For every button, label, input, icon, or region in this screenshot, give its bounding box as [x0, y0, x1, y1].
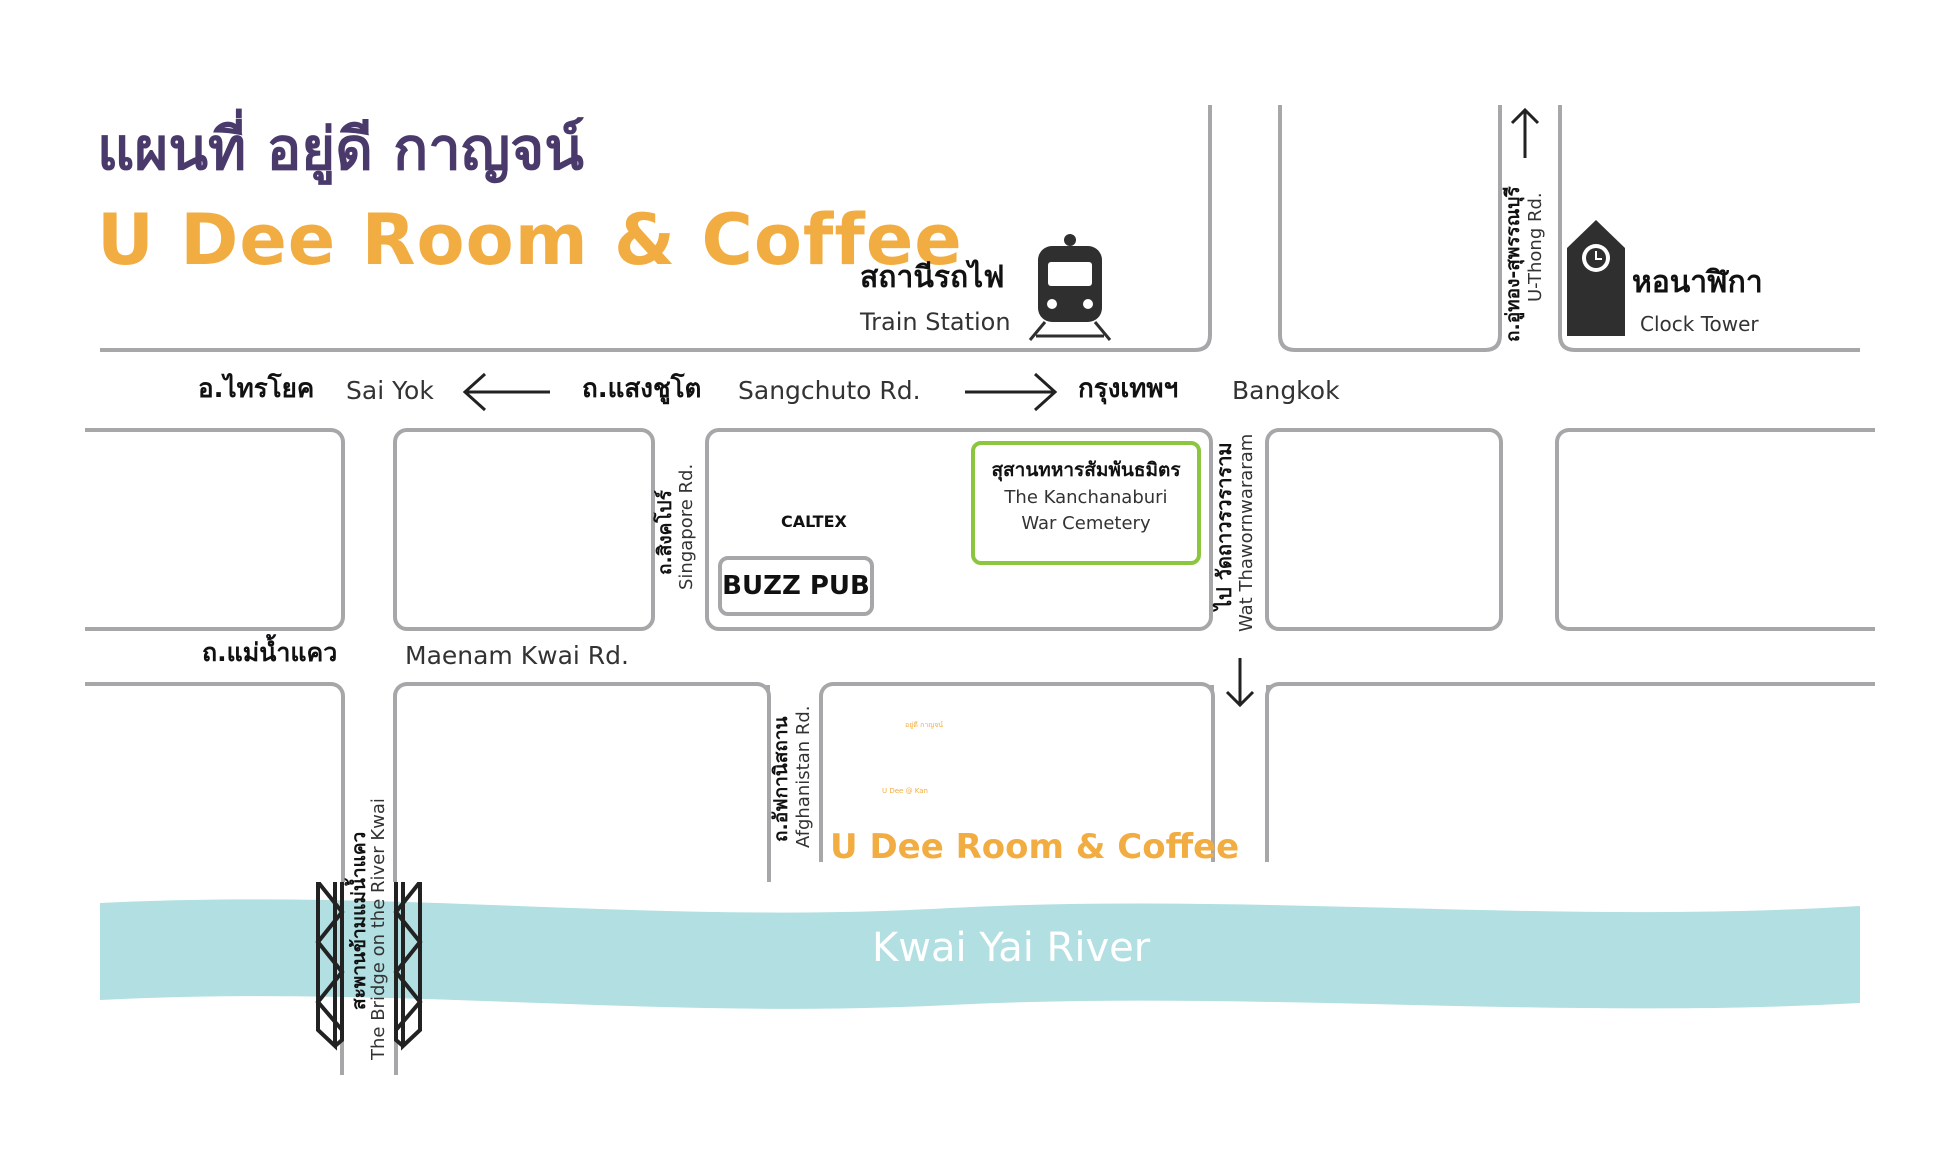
shop-label: U Dee Room & Coffee — [830, 827, 1240, 867]
sai-yok-thai: อ.ไทรโยค — [198, 374, 315, 404]
block-far-right — [1555, 428, 1875, 631]
war-cemetery-english-2: War Cemetery — [1021, 512, 1151, 534]
clock-tower-english: Clock Tower — [1640, 312, 1759, 336]
block-left-top — [85, 428, 345, 631]
block-shop — [819, 682, 1215, 862]
arrow-left-icon — [462, 372, 550, 412]
bridge-english: The Bridge on the River Kwai — [368, 798, 389, 1060]
wat-thawornwararam-english: Wat Thawornwararam — [1236, 433, 1257, 632]
u-thong-thai: ถ.อู่ทอง-สุพรรณบุรี — [1502, 186, 1524, 342]
wat-thawornwararam-thai: ไป วัดถาวรวราราม — [1212, 442, 1236, 610]
arrow-right-icon — [965, 372, 1058, 412]
singapore-thai: ถ.สิงคโปร์ — [654, 490, 676, 575]
map-title-english: U Dee Room & Coffee — [97, 199, 963, 281]
block-second-top — [393, 428, 655, 631]
shop-logo-bottom: U Dee @ Kan — [882, 787, 928, 795]
afghanistan-thai: ถ.อัฟกานิสถาน — [770, 716, 792, 842]
shop-logo-top: อยู่ดี กาญจน์ — [905, 721, 944, 729]
war-cemetery-box: สุสานทหารสัมพันธมิตร The Kanchanaburi Wa… — [971, 441, 1201, 565]
train-icon — [1028, 234, 1112, 341]
sai-yok-english: Sai Yok — [346, 376, 434, 405]
clock-tower-thai: หอนาฬิกา — [1632, 265, 1763, 300]
war-cemetery-thai: สุสานทหารสัมพันธมิตร — [991, 459, 1181, 481]
arrow-down-icon — [1225, 658, 1255, 708]
train-station-english: Train Station — [860, 308, 1011, 336]
river-label: Kwai Yai River — [872, 925, 1151, 971]
river — [100, 899, 1860, 1009]
block-left-bottom — [85, 682, 345, 882]
afghanistan-english: Afghanistan Rd. — [793, 705, 814, 848]
block-second-bottom — [393, 682, 771, 882]
maenam-kwai-english: Maenam Kwai Rd. — [405, 641, 629, 670]
u-thong-english: U-Thong Rd. — [1525, 192, 1546, 302]
war-cemetery-english-1: The Kanchanaburi — [1004, 486, 1168, 508]
sangchuto-thai: ถ.แสงชูโต — [582, 374, 702, 404]
block-right-mid — [1265, 428, 1503, 631]
train-station-thai: สถานีรถไฟ — [860, 260, 1005, 295]
maenam-kwai-thai: ถ.แม่น้ำแคว — [202, 638, 338, 667]
arrow-up-icon — [1510, 107, 1540, 158]
map-title-thai: แผนที่ อยู่ดี กาญจน์ — [97, 115, 584, 183]
sangchuto-english: Sangchuto Rd. — [738, 376, 921, 405]
bangkok-english: Bangkok — [1232, 376, 1340, 405]
bridge-thai: สะพานข้ามแม่น้ำแคว — [348, 831, 370, 1010]
buzz-pub-sign: BUZZ PUB — [718, 556, 874, 616]
clock-tower-icon — [1567, 220, 1625, 336]
block-right-bottom — [1265, 682, 1875, 862]
caltex-label: CALTEX — [781, 512, 847, 531]
singapore-english: Singapore Rd. — [676, 463, 697, 590]
bangkok-thai: กรุงเทพฯ — [1078, 374, 1179, 404]
direction-arrows — [462, 107, 1540, 708]
